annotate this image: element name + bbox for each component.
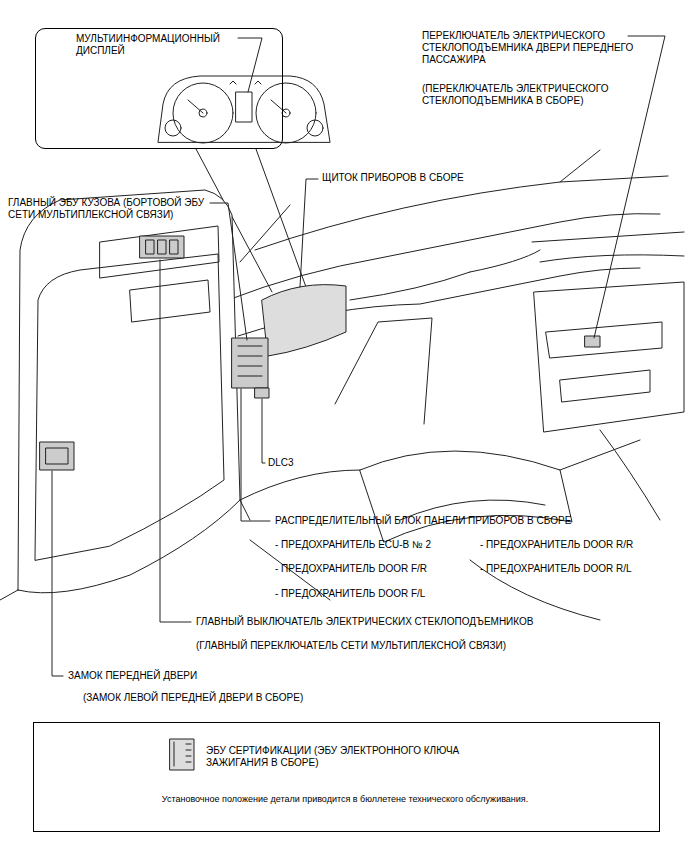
part-label: - ПРЕДОХРАНИТЕЛЬ DOOR F/L [275,588,425,600]
floor [240,440,640,600]
left-pocket [130,280,210,322]
console [360,451,572,542]
door-lock [46,448,68,464]
body-ecu [232,338,268,388]
door-edge [0,500,250,600]
leader-line [52,471,63,676]
door-lock [40,442,74,470]
a-pillar [240,150,600,262]
right-door-pocket [560,370,650,402]
indicator [230,81,261,84]
part-label: (ЗАМОК ЛЕВОЙ ПЕРЕДНЕЙ ДВЕРИ В СБОРЕ) [83,692,303,704]
center-stack [335,318,432,424]
inset-box: МУЛЬТИИНФОРМАЦИОННЫЙ ДИСПЛЕЙ [35,28,283,149]
part-name: ЭБУ СЕРТИФИКАЦИИ (ЭБУ ЭЛЕКТРОННОГО КЛЮЧА… [206,745,486,769]
part-label: (ПЕРЕКЛЮЧАТЕЛЬ ЭЛЕКТРИЧЕСКОГО СТЕКЛОПОДЪ… [422,83,634,107]
dashboard [350,250,540,300]
leader-line [210,203,247,340]
switch [585,336,600,347]
right-armrest [546,322,662,358]
display [236,92,252,122]
ecu-icon [170,739,194,770]
left-door [18,190,240,593]
part-name: МУЛЬТИИНФОРМАЦИОННЫЙ ДИСПЛЕЙ [76,33,241,57]
dlc3 [255,388,269,398]
part-label: ЗАМОК ПЕРЕДНЕЙ ДВЕРИ [68,670,197,682]
leader-line [241,389,270,521]
dashboard [228,214,660,300]
part-label: ПЕРЕКЛЮЧАТЕЛЬ ЭЛЕКТРИЧЕСКОГО СТЕКЛОПОДЪЕ… [422,30,634,66]
window-switch [146,240,178,254]
left-door-trim [35,254,224,560]
body-ecu [238,346,262,376]
small-gauge [165,120,181,136]
part-label: DLC3 [268,457,294,469]
instrument-cluster [262,285,346,356]
leader-line [262,399,265,463]
leader-line [300,179,318,287]
part-label: (ГЛАВНЫЙ ПЕРЕКЛЮЧАТЕЛЬ СЕТИ МУЛЬТИПЛЕКСН… [196,640,506,652]
note-text: Установочное положение детали приводится… [34,793,656,805]
gauge-needle [188,100,286,113]
right-door [534,282,684,432]
windshield [255,176,668,250]
part-label: ГЛАВНЫЙ ВЫКЛЮЧАТЕЛЬ ЭЛЕКТРИЧЕСКИХ СТЕКЛО… [196,616,533,628]
part-label: - ПРЕДОХРАНИТЕЛЬ DOOR R/R [480,539,633,551]
part-label: - ПРЕДОХРАНИТЕЛЬ DOOR R/L [480,563,632,575]
ecu-icon [174,742,191,766]
part-label: - ПРЕДОХРАНИТЕЛЬ ECU-B № 2 [275,539,431,551]
leader-line [594,36,665,338]
part-label: ЩИТОК ПРИБОРОВ В СБОРЕ [322,172,464,184]
leader-line [238,38,262,92]
right-door [532,232,684,262]
cluster-outline [158,76,330,142]
small-gauge [307,120,323,136]
part-label: ГЛАВНЫЙ ЭБУ КУЗОВА (БОРТОВОЙ ЭБУ СЕТИ МУ… [8,197,208,221]
part-label: - ПРЕДОХРАНИТЕЛЬ DOOR F/R [275,563,427,575]
part-label: РАСПРЕДЕЛИТЕЛЬНЫЙ БЛОК ПАНЕЛИ ПРИБОРОВ В… [275,515,571,527]
leader-line [160,260,191,622]
window-switch [140,236,184,258]
note-box: ЭБУ СЕРТИФИКАЦИИ (ЭБУ ЭЛЕКТРОННОГО КЛЮЧА… [33,722,660,832]
